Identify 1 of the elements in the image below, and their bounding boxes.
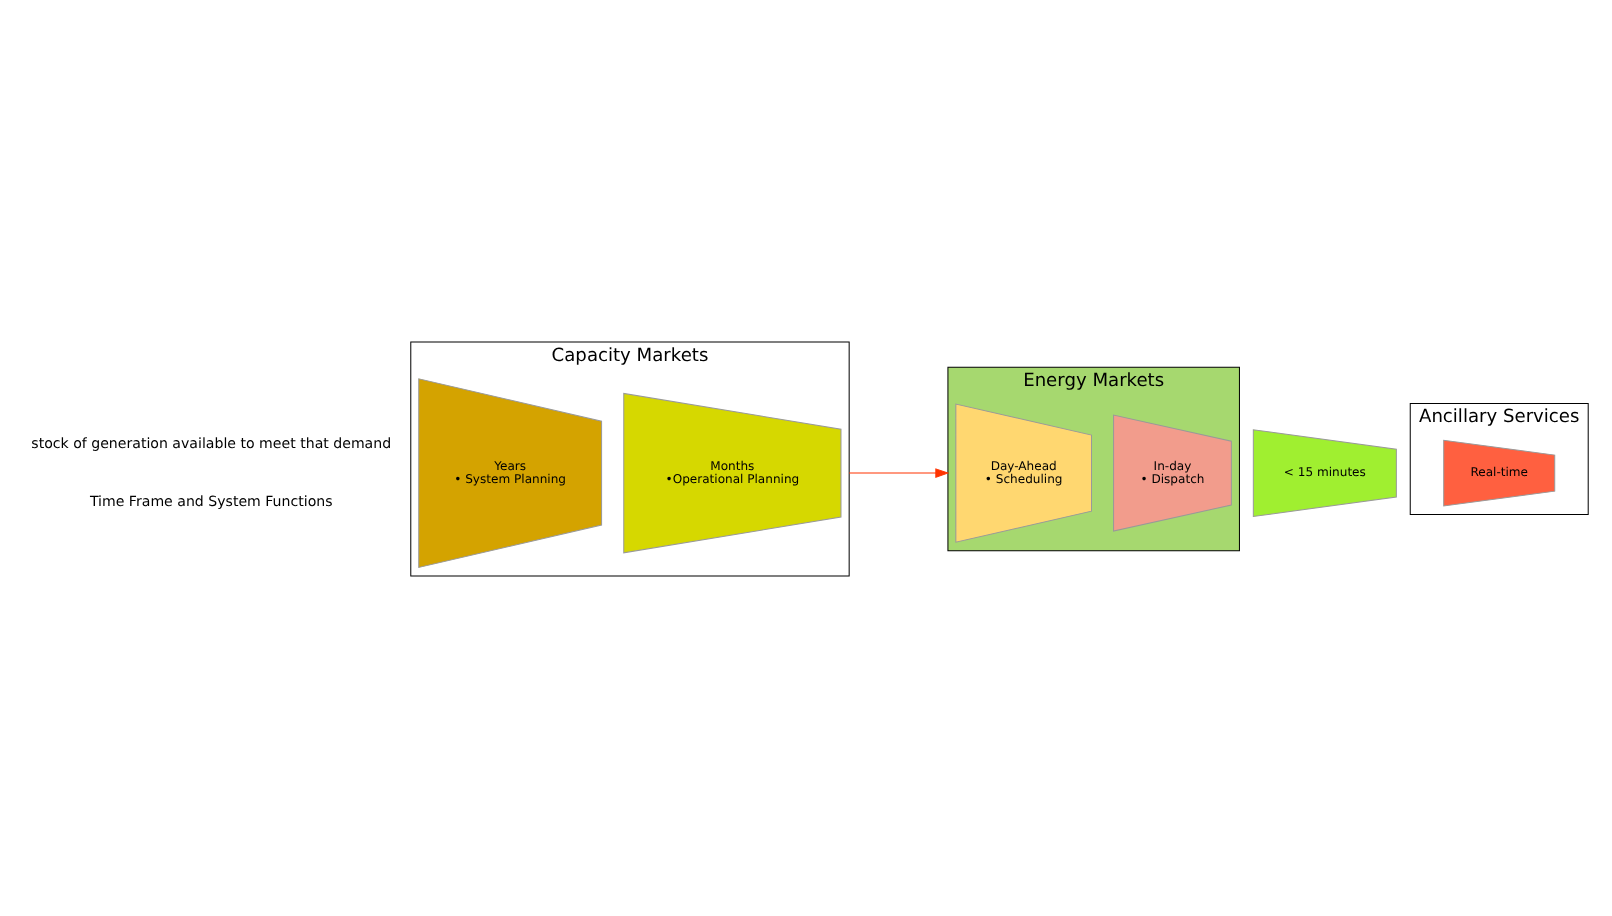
- arrow: [847, 467, 949, 478]
